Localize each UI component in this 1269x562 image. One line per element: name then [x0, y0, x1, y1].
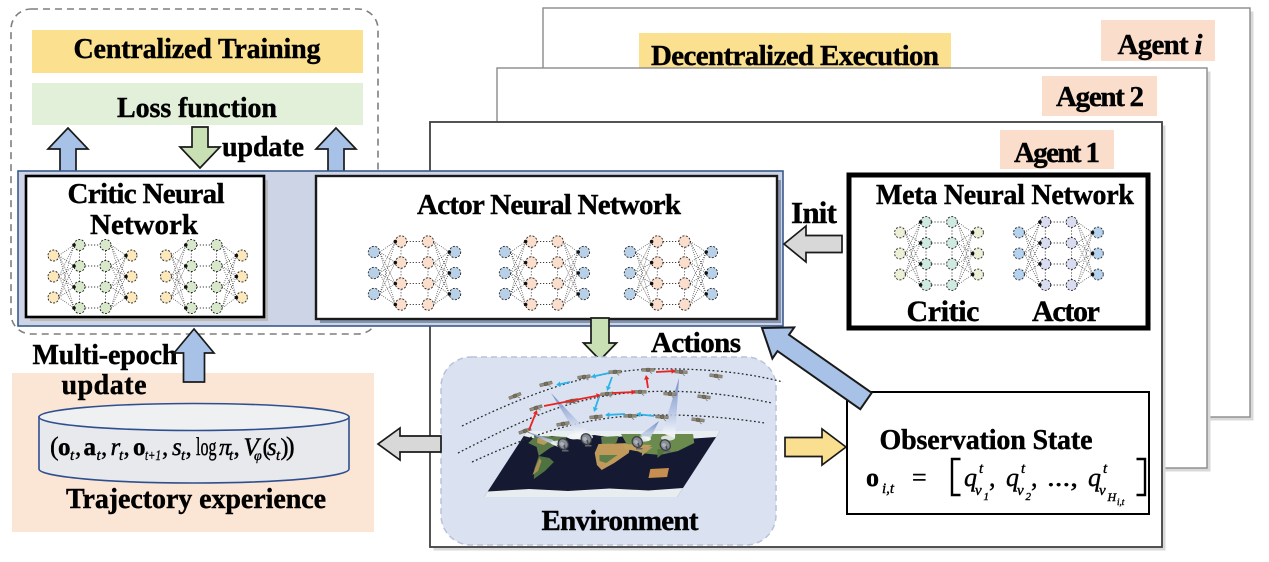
- svg-text:,: ,: [75, 434, 81, 461]
- svg-text:update: update: [62, 370, 147, 401]
- svg-text:2: 2: [1026, 491, 1032, 503]
- svg-text:(: (: [263, 435, 271, 461]
- svg-text:Agent 1: Agent 1: [1014, 137, 1100, 169]
- svg-text:H: H: [1107, 490, 1118, 504]
- svg-text:,: ,: [989, 463, 996, 492]
- svg-text:t: t: [1021, 461, 1026, 477]
- svg-text:o: o: [133, 434, 146, 461]
- svg-text:update: update: [222, 132, 304, 163]
- svg-text:t+1: t+1: [145, 448, 161, 464]
- svg-text:,: ,: [234, 434, 240, 461]
- svg-text:r: r: [111, 434, 121, 461]
- svg-text:s: s: [172, 434, 182, 461]
- svg-text:,: ,: [1031, 463, 1038, 492]
- svg-text:Observation State: Observation State: [880, 425, 1093, 456]
- svg-text:t: t: [119, 448, 124, 464]
- svg-text:q: q: [1088, 463, 1101, 492]
- svg-text:o: o: [58, 434, 71, 461]
- svg-text:...,: ...,: [1047, 463, 1078, 492]
- svg-text:V: V: [244, 434, 262, 461]
- svg-text:Critic: Critic: [907, 295, 980, 328]
- svg-text:Centralized Training: Centralized Training: [74, 34, 321, 65]
- svg-text:,: ,: [101, 434, 107, 461]
- svg-text:π: π: [219, 435, 232, 461]
- svg-text:v: v: [975, 483, 982, 499]
- svg-text:Network: Network: [90, 209, 199, 241]
- svg-text:Multi-epoch: Multi-epoch: [33, 340, 178, 371]
- svg-text:Actor: Actor: [1032, 295, 1100, 328]
- svg-text:Meta Neural Network: Meta Neural Network: [876, 180, 1134, 211]
- svg-text:,: ,: [124, 434, 130, 461]
- svg-text:): ): [281, 435, 289, 461]
- svg-text:o: o: [866, 463, 879, 492]
- svg-text:a: a: [84, 434, 97, 461]
- svg-text:v: v: [1017, 483, 1024, 499]
- svg-text:Trajectory experience: Trajectory experience: [66, 484, 326, 515]
- svg-text:t: t: [276, 448, 281, 464]
- svg-text:Actor Neural Network: Actor Neural Network: [417, 189, 682, 221]
- svg-text:Actions: Actions: [651, 327, 741, 359]
- svg-text:=: =: [912, 463, 927, 492]
- svg-text:i,t: i,t: [1117, 497, 1125, 507]
- svg-text:t: t: [1103, 461, 1108, 477]
- svg-text:Decentralized Execution: Decentralized Execution: [651, 40, 939, 72]
- svg-text:t: t: [229, 448, 234, 464]
- svg-text:t: t: [70, 448, 75, 464]
- svg-text:(: (: [50, 432, 59, 461]
- svg-text:v: v: [1099, 483, 1106, 499]
- svg-text:t: t: [181, 448, 186, 464]
- svg-text:,: ,: [186, 434, 192, 461]
- svg-text:Critic Neural: Critic Neural: [68, 178, 225, 210]
- svg-text:,: ,: [162, 434, 168, 461]
- svg-text:Environment: Environment: [542, 505, 699, 537]
- svg-text:t: t: [979, 461, 984, 477]
- svg-text:q: q: [964, 463, 977, 492]
- svg-text:Loss function: Loss function: [117, 93, 277, 124]
- svg-text:φ: φ: [254, 449, 262, 464]
- svg-text:log: log: [196, 434, 217, 461]
- svg-text:i,t: i,t: [882, 481, 895, 497]
- svg-text:Init: Init: [791, 195, 838, 230]
- svg-text:1: 1: [984, 491, 990, 503]
- svg-text:Agent i: Agent i: [1118, 29, 1203, 61]
- svg-text:Agent 2: Agent 2: [1056, 81, 1144, 113]
- svg-text:s: s: [267, 434, 277, 461]
- svg-text:q: q: [1006, 463, 1019, 492]
- svg-text:): ): [286, 432, 295, 461]
- svg-text:t: t: [97, 448, 102, 464]
